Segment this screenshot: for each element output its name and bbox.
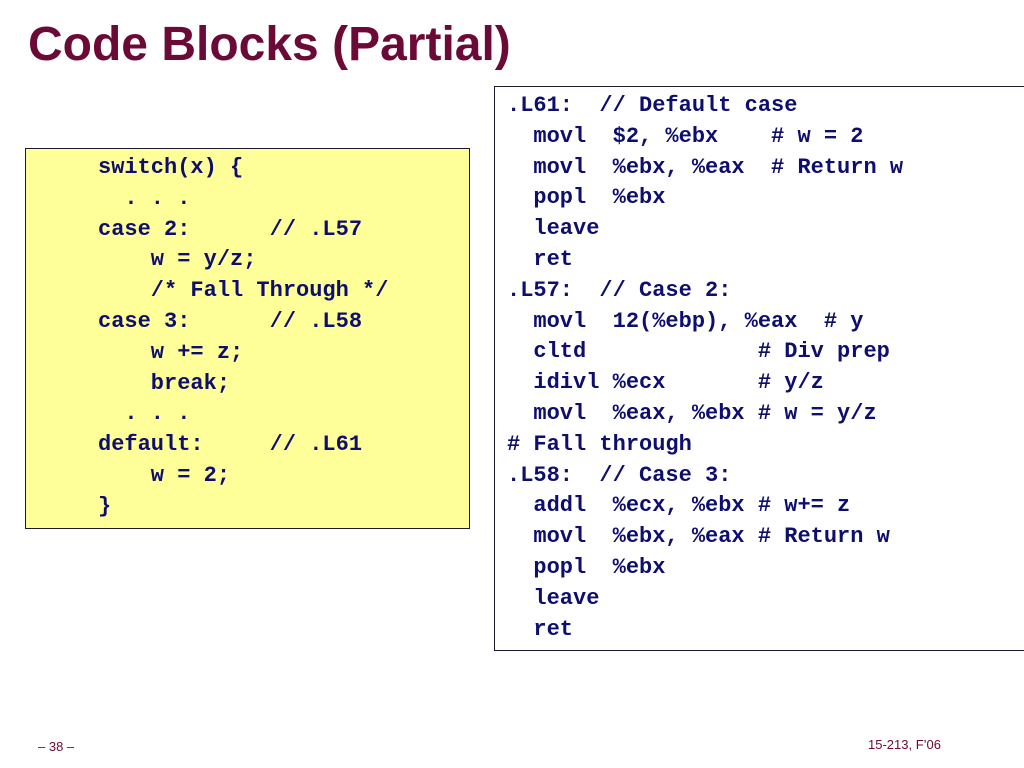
asm-code-line: # Fall through	[507, 431, 692, 457]
c-code-line: }	[98, 493, 112, 519]
c-code-line: default: // .L61	[98, 432, 363, 458]
c-code-line: w = 2;	[98, 462, 231, 488]
asm-code-line: .L58: // Case 3:	[507, 462, 732, 488]
asm-code-line: movl %ebx, %eax # Return w	[507, 154, 904, 180]
slide-title: Code Blocks (Partial)	[28, 18, 511, 71]
asm-code-line: movl %ebx, %eax # Return w	[507, 524, 890, 550]
asm-code-line: leave	[507, 216, 600, 242]
c-code-line: . . .	[98, 401, 191, 427]
asm-code-line: movl %eax, %ebx # w = y/z	[507, 400, 877, 426]
c-code-line: w = y/z;	[98, 247, 257, 273]
c-code-line: /* Fall Through */	[98, 278, 389, 304]
c-code-line: switch(x) {	[98, 155, 244, 180]
c-code-line: break;	[98, 370, 231, 396]
asm-code-line: addl %ecx, %ebx # w+= z	[507, 493, 851, 519]
asm-code-line: idivl %ecx # y/z	[507, 370, 824, 396]
asm-code-line: movl 12(%ebp), %eax # y	[507, 308, 864, 334]
c-code-line: case 2: // .L57	[98, 216, 363, 242]
c-code-block: switch(x) { . . . case 2: // .L57 w = y/…	[25, 148, 470, 529]
c-code-line: . . .	[98, 185, 191, 211]
asm-code-line: popl %ebx	[507, 185, 666, 211]
asm-code-line: leave	[507, 585, 600, 611]
asm-code-line: cltd # Div prep	[507, 339, 890, 365]
asm-code-line: movl $2, %ebx # w = 2	[507, 123, 864, 149]
asm-code-line: .L57: // Case 2:	[507, 277, 732, 303]
c-code-line: case 3: // .L58	[98, 308, 363, 334]
asm-code-line: ret	[507, 616, 574, 642]
asm-code-line: .L61: // Default case	[507, 93, 798, 118]
course-label: 15-213, F’06	[868, 737, 941, 752]
asm-code-line: ret	[507, 246, 574, 272]
assembly-code-block: .L61: // Default case movl $2, %ebx # w …	[494, 86, 1024, 651]
page-number: – 38 –	[38, 739, 75, 754]
c-code-line: w += z;	[98, 339, 244, 365]
asm-code-line: popl %ebx	[507, 554, 666, 580]
